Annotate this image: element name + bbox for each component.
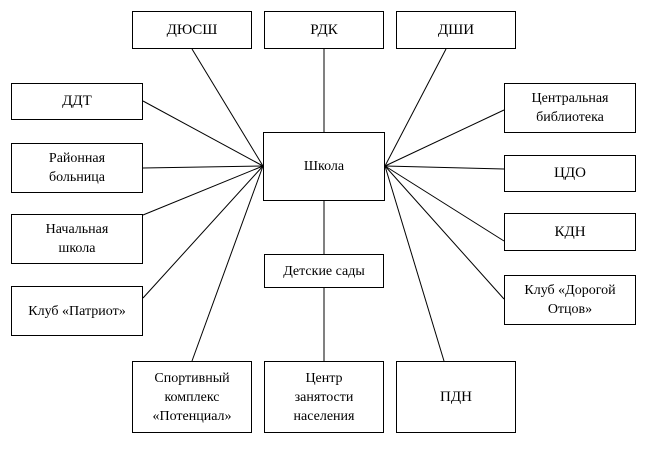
node-kdn: КДН [504, 213, 636, 251]
node-fathers-road-club: Клуб «Дорогой Отцов» [504, 275, 636, 325]
connector-kdn [384, 165, 505, 242]
connector-fathers-road-club [384, 165, 505, 300]
connector-sports-complex [191, 165, 264, 362]
connector-dyussh [191, 48, 264, 167]
node-ddt: ДДТ [11, 83, 143, 120]
connector-patriot-club [142, 165, 264, 299]
node-dshi: ДШИ [396, 11, 516, 49]
node-dyussh: ДЮСШ [132, 11, 252, 49]
connector-hospital [142, 165, 264, 169]
node-kindergartens: Детские сады [264, 254, 384, 288]
node-sports-complex: Спортивный комплекс «Потенциал» [132, 361, 252, 433]
connector-central-library [384, 109, 505, 167]
node-cdo: ЦДО [504, 155, 636, 192]
node-patriot-club: Клуб «Патриот» [11, 286, 143, 336]
node-hospital: Районная больница [11, 143, 143, 193]
node-central-library: Центральная библиотека [504, 83, 636, 133]
connector-dshi [384, 48, 447, 167]
node-primary-school: Начальная школа [11, 214, 143, 264]
node-rdk: РДК [264, 11, 384, 49]
connector-pdn [384, 165, 445, 362]
node-school: Школа [263, 132, 385, 201]
connector-ddt [142, 100, 264, 167]
node-pdn: ПДН [396, 361, 516, 433]
node-employment-center: Центр занятости населения [264, 361, 384, 433]
connector-primary-school [142, 165, 264, 216]
connector-cdo [384, 165, 505, 170]
